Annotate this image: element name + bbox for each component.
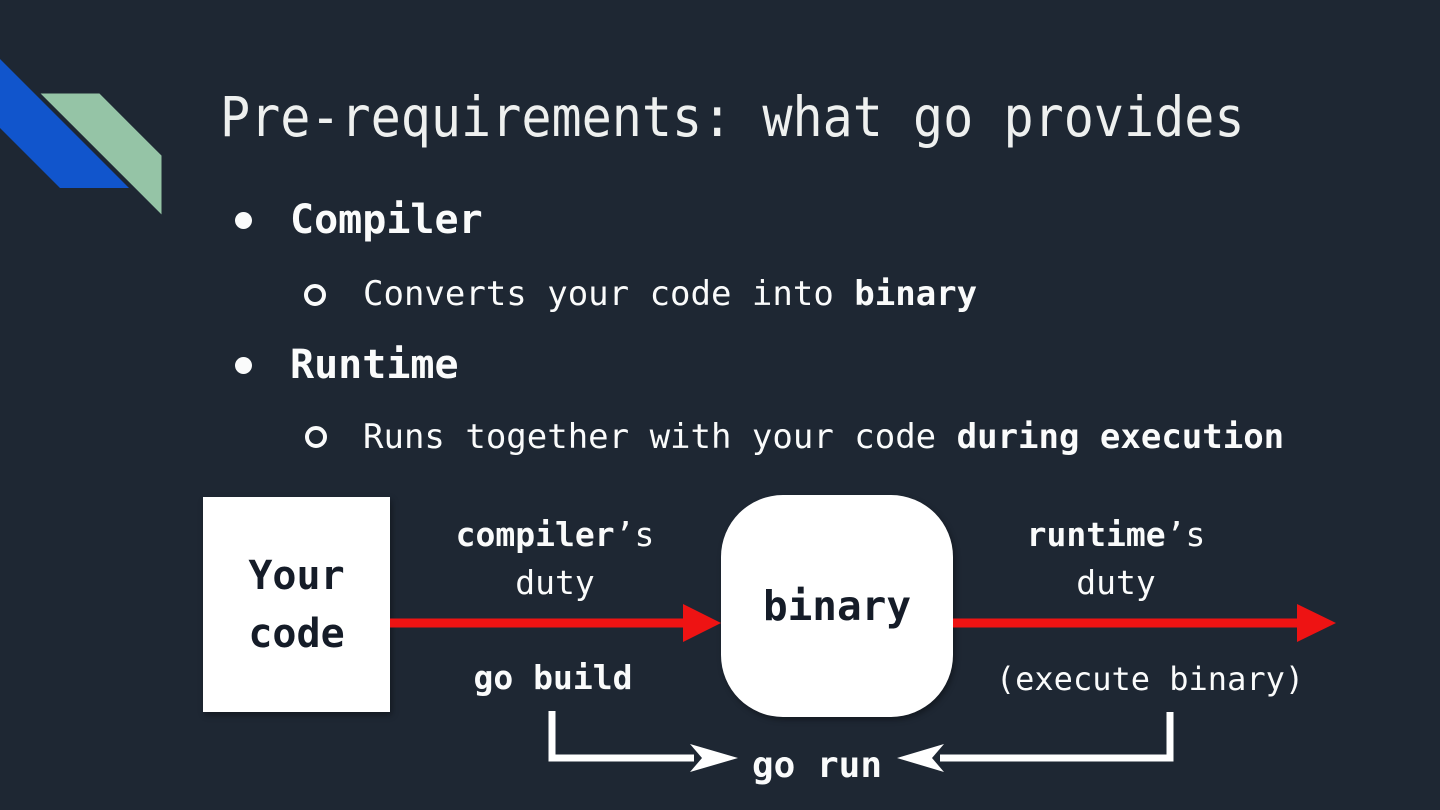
duty-word: duty (1076, 563, 1156, 602)
your-code-line1: Your (248, 552, 345, 599)
slide-title: Pre-requirements: what go provides (220, 85, 1245, 149)
bullet-item-runtime: Runtime (290, 343, 459, 387)
go-run-left-arrow-head (690, 744, 738, 772)
duty-word: duty (515, 563, 595, 602)
bullet-subitem-runtime: Runs together with your code during exec… (363, 417, 1284, 457)
compiler-duty-label: compiler’s duty (456, 511, 655, 607)
runtime-arrow-head (1297, 604, 1336, 642)
apostrophe-s: ’s (614, 515, 655, 554)
go-run-label: go run (751, 745, 883, 786)
bullet-hollow-circle (304, 284, 326, 306)
runtime-duty-label: runtime’s duty (1027, 511, 1206, 607)
compiler-term: compiler (455, 515, 615, 554)
bullet-text: Compiler (290, 197, 483, 243)
bullet-subitem-compiler: Converts your code into binary (363, 274, 977, 314)
bullet-text-bold: binary (854, 274, 978, 314)
runtime-term: runtime (1026, 515, 1166, 554)
go-run-left-bracket (548, 711, 694, 762)
apostrophe-s: ’s (1165, 515, 1206, 554)
execute-binary-label: (execute binary) (995, 660, 1305, 698)
compiler-arrow-head (683, 604, 721, 642)
bullet-filled-circle (235, 212, 252, 229)
your-code-line2: code (248, 610, 345, 657)
bullet-text-bold: during execution (956, 417, 1285, 457)
go-run-right-arrow-head (897, 744, 944, 772)
bullet-filled-circle (235, 357, 252, 374)
bullet-text: Converts your code into (363, 274, 855, 314)
binary-label: binary (762, 582, 912, 630)
bullet-text: Runs together with your code (363, 417, 957, 457)
go-run-right-bracket (940, 712, 1174, 762)
bullet-hollow-circle (305, 426, 327, 448)
binary-shape: binary (721, 495, 953, 717)
go-build-label: go build (473, 658, 633, 697)
green-ribbon-shape (33, 90, 165, 222)
bullet-text: Runtime (290, 342, 459, 388)
your-code-box: Your code (203, 497, 390, 712)
bullet-item-compiler: Compiler (290, 198, 483, 242)
blue-ribbon-shape (0, 59, 129, 188)
corner-decoration (0, 59, 165, 222)
